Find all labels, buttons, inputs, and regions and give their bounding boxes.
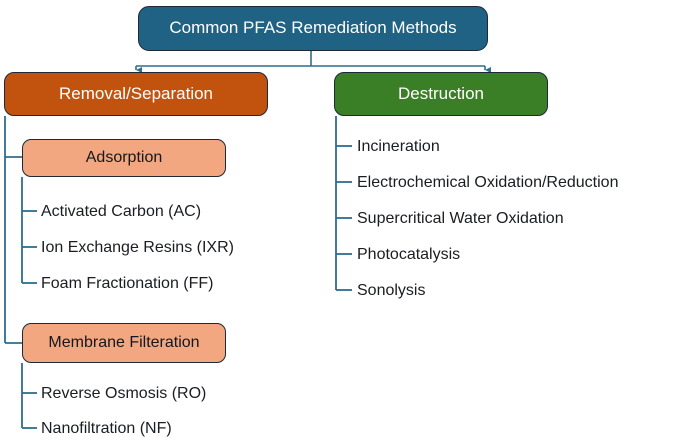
branch-node-removal-separation-label: Removal/Separation [58,83,214,103]
list-item-reverse-osmosis: Reverse Osmosis (RO) [41,385,207,402]
group-node-membrane-filteration-label: Membrane Filteration [48,334,200,352]
branch-node-destruction-label: Destruction [398,83,484,103]
list-item-photocatalysis: Photocatalysis [357,246,461,263]
root-node-common-pfas-remediation-methods[interactable]: Common PFAS Remediation Methods [138,6,488,51]
root-node-label: Common PFAS Remediation Methods [169,18,457,38]
group-node-adsorption-label: Adsorption [85,149,163,167]
list-item-incineration: Incineration [357,138,440,155]
list-item-sonolysis: Sonolysis [357,282,426,299]
group-node-membrane-filteration[interactable]: Membrane Filteration [22,323,226,363]
list-item-ion-exchange-resins: Ion Exchange Resins (IXR) [41,239,234,256]
branch-node-removal-separation[interactable]: Removal/Separation [4,72,268,116]
list-item-nanofiltration: Nanofiltration (NF) [41,420,172,437]
list-item-activated-carbon: Activated Carbon (AC) [41,203,202,220]
list-item-supercritical-water-oxidation: Supercritical Water Oxidation [357,210,564,227]
group-node-adsorption[interactable]: Adsorption [22,139,226,177]
list-item-foam-fractionation: Foam Fractionation (FF) [41,275,214,292]
list-item-electrochemical-oxidation-reduction: Electrochemical Oxidation/Reduction [357,174,619,191]
branch-node-destruction[interactable]: Destruction [334,72,548,116]
